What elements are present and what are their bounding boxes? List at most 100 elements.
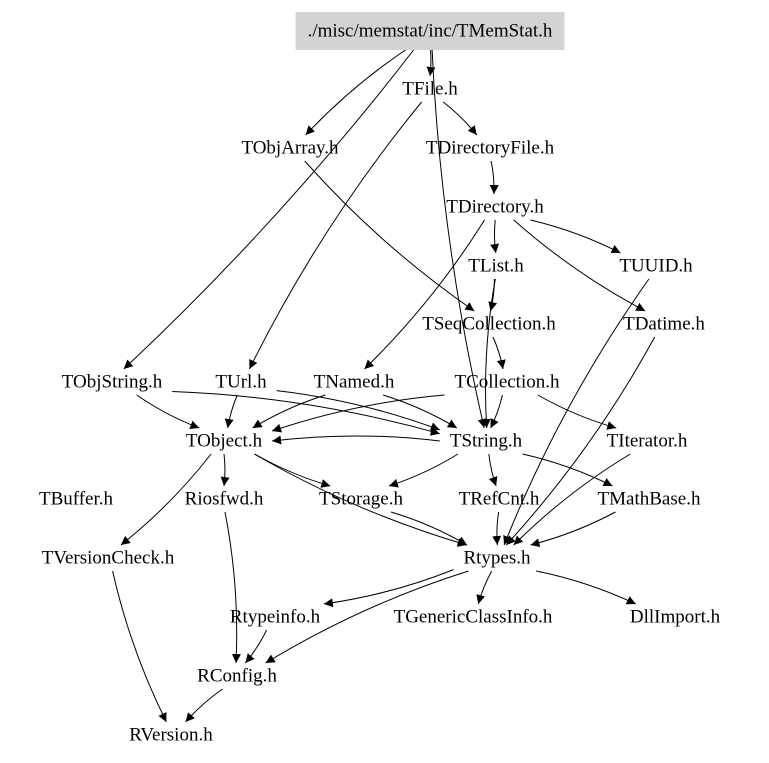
edges-layer	[112, 43, 656, 723]
edge-trefcnt-to-rtypes	[492, 511, 502, 546]
node-label-rversion: RVersion.h	[129, 725, 213, 746]
node-riosfwd: Riosfwd.h	[185, 489, 264, 510]
node-tseqcollection: TSeqCollection.h	[422, 314, 556, 335]
edge-tmemstat-to-tobjstring	[123, 43, 419, 370]
edge-tnamed-to-tstring	[382, 394, 458, 429]
edge-tcollection-to-tstring	[490, 394, 503, 429]
node-tobjarray: TObjArray.h	[241, 138, 339, 159]
edge-tobjarray-to-tseqcollection	[304, 160, 475, 312]
edge-tdirectory-to-tuuid	[530, 219, 621, 254]
node-tdatime: TDatime.h	[623, 314, 705, 335]
node-box-tmemstat	[295, 12, 565, 50]
node-label-tdatime: TDatime.h	[623, 314, 705, 335]
node-label-tfile: TFile.h	[402, 79, 458, 100]
node-tbuffer: TBuffer.h	[39, 489, 114, 510]
edge-rtypes-to-rconfig	[265, 570, 469, 664]
edge-tobject-to-riosfwd	[220, 453, 230, 487]
node-label-rtypeinfo: Rtypeinfo.h	[230, 607, 321, 628]
edge-tstring-to-tstorage	[388, 453, 459, 488]
nodes-layer: ./misc/memstat/inc/TMemStat.hTFile.hTObj…	[39, 12, 721, 746]
node-label-rtypes: Rtypes.h	[463, 548, 531, 569]
edge-tmemstat-to-tstring	[431, 43, 487, 429]
node-label-tdirectoryfile: TDirectoryFile.h	[426, 138, 555, 159]
node-tstring: TString.h	[450, 431, 523, 452]
edge-rconfig-to-rversion	[185, 688, 223, 723]
edge-tstring-to-tmathbase	[522, 453, 613, 487]
edge-tstring-to-tobject	[272, 435, 440, 445]
node-label-tobjarray: TObjArray.h	[241, 138, 339, 159]
edge-tobject-to-tversioncheck	[120, 453, 212, 546]
node-label-tmemstat: ./misc/memstat/inc/TMemStat.h	[308, 21, 553, 42]
edge-tseqcollection-to-tcollection	[492, 336, 506, 370]
node-turl: TUrl.h	[215, 372, 267, 393]
node-label-tobject: TObject.h	[186, 431, 263, 452]
node-label-riosfwd: Riosfwd.h	[185, 489, 264, 510]
node-tdirectory: TDirectory.h	[446, 197, 544, 218]
edge-tdirectory-to-tlist	[490, 219, 500, 254]
node-label-tnamed: TNamed.h	[314, 372, 395, 393]
edge-tdirectory-to-tnamed	[364, 219, 485, 370]
edge-tnamed-to-tobject	[252, 394, 326, 429]
edge-tobject-to-rtypes	[254, 453, 467, 547]
node-tobject: TObject.h	[186, 431, 263, 452]
node-label-tseqcollection: TSeqCollection.h	[422, 314, 556, 335]
node-label-tobjstring: TObjString.h	[62, 372, 163, 393]
node-rtypes: Rtypes.h	[463, 548, 531, 569]
edge-riosfwd-to-rconfig	[224, 511, 241, 664]
node-label-rconfig: RConfig.h	[197, 666, 277, 687]
node-label-tuuid: TUUID.h	[619, 256, 693, 277]
edge-rtypes-to-tgenericclassinfo	[476, 570, 493, 605]
node-label-trefcnt: TRefCnt.h	[459, 489, 540, 510]
node-dllimport: DllImport.h	[630, 607, 721, 628]
edge-tcollection-to-titerator	[537, 394, 617, 430]
node-label-tcollection: TCollection.h	[454, 372, 560, 393]
node-tmemstat: ./misc/memstat/inc/TMemStat.h	[295, 12, 565, 50]
node-rversion: RVersion.h	[129, 725, 213, 746]
node-trefcnt: TRefCnt.h	[459, 489, 540, 510]
node-tgenericclassinfo: TGenericClassInfo.h	[394, 607, 553, 628]
edge-tfile-to-tdirectoryfile	[442, 101, 478, 136]
edge-tdirectoryfile-to-tdirectory	[489, 160, 499, 195]
node-label-titerator: TIterator.h	[607, 431, 688, 452]
edge-rtypes-to-rtypeinfo	[323, 569, 454, 608]
edge-turl-to-tstring	[276, 390, 440, 431]
node-tfile: TFile.h	[402, 79, 458, 100]
node-label-turl: TUrl.h	[215, 372, 267, 393]
node-label-tstorage: TStorage.h	[319, 489, 403, 510]
edge-tobject-to-tstorage	[254, 453, 331, 488]
edge-tfile-to-turl	[248, 101, 422, 370]
edge-turl-to-tobject	[224, 394, 238, 429]
node-label-tbuffer: TBuffer.h	[39, 489, 114, 510]
node-label-dllimport: DllImport.h	[630, 607, 721, 628]
edge-tdatime-to-rtypes	[505, 336, 656, 546]
node-tnamed: TNamed.h	[314, 372, 395, 393]
edge-rtypeinfo-to-rconfig	[245, 629, 268, 664]
node-label-tdirectory: TDirectory.h	[446, 197, 544, 218]
edge-tobjstring-to-tstring	[172, 391, 440, 436]
node-rconfig: RConfig.h	[197, 666, 277, 687]
edge-tversioncheck-to-rversion	[112, 570, 167, 723]
edge-titerator-to-rtypes	[513, 453, 631, 546]
edge-tmathbase-to-rtypes	[530, 511, 616, 548]
node-label-tgenericclassinfo: TGenericClassInfo.h	[394, 607, 553, 628]
node-tmathbase: TMathBase.h	[598, 489, 701, 510]
edge-tobjstring-to-tobject	[136, 394, 200, 429]
node-titerator: TIterator.h	[607, 431, 688, 452]
node-tlist: TList.h	[468, 256, 524, 277]
node-tstorage: TStorage.h	[319, 489, 403, 510]
edge-tmemstat-to-tobjarray	[305, 43, 415, 136]
node-tobjstring: TObjString.h	[62, 372, 163, 393]
edge-rtypes-to-dllimport	[536, 570, 637, 605]
node-rtypeinfo: Rtypeinfo.h	[230, 607, 321, 628]
edge-tcollection-to-tobject	[271, 394, 445, 433]
edge-tlist-to-tstring	[481, 278, 496, 429]
node-tcollection: TCollection.h	[454, 372, 560, 393]
edge-tdirectory-to-tdatime	[513, 219, 646, 312]
node-tversioncheck: TVersionCheck.h	[42, 548, 175, 569]
edge-tuuid-to-rtypes	[503, 278, 650, 546]
node-tuuid: TUUID.h	[619, 256, 693, 277]
node-tdirectoryfile: TDirectoryFile.h	[426, 138, 555, 159]
node-label-tlist: TList.h	[468, 256, 524, 277]
node-label-tmathbase: TMathBase.h	[598, 489, 701, 510]
